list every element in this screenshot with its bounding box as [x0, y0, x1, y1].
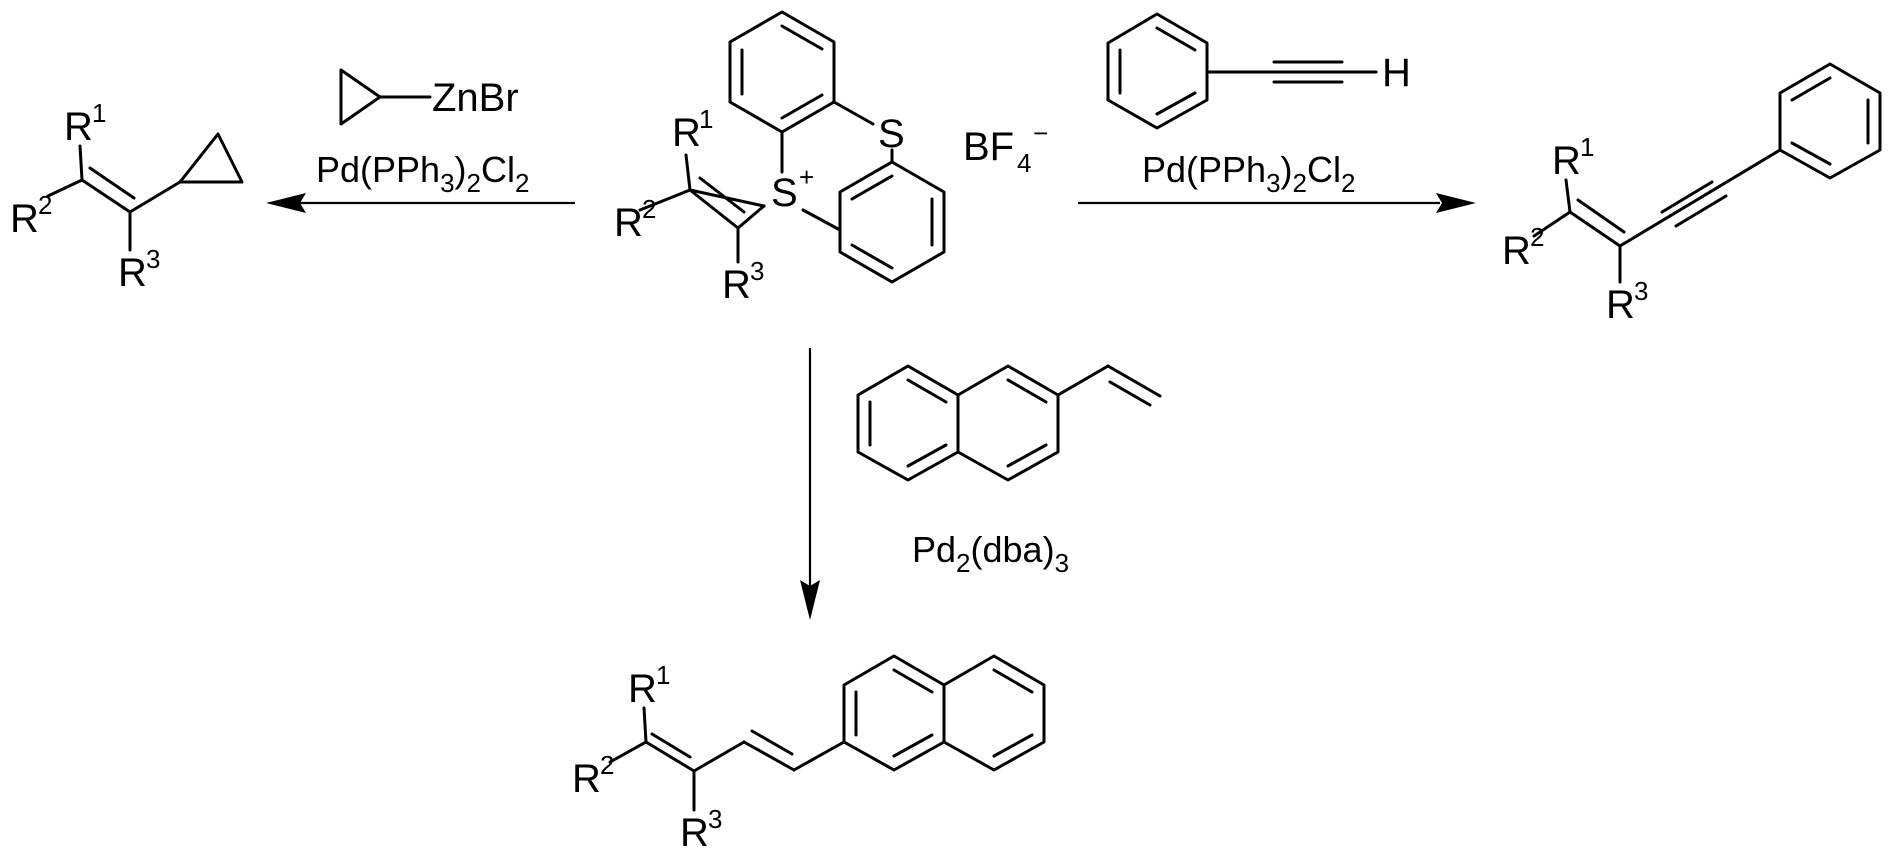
bottom-product-r1: R 1: [628, 660, 670, 711]
svg-text:R: R: [64, 105, 93, 149]
svg-text:3: 3: [708, 804, 722, 834]
svg-text:R: R: [1502, 229, 1531, 273]
svg-text:R: R: [628, 667, 657, 711]
left-catalyst-label: Pd(PPh3)2Cl2: [316, 149, 529, 198]
svg-text:R: R: [722, 263, 751, 307]
svg-text:R: R: [118, 251, 147, 295]
right-product-r2: R 2: [1502, 222, 1544, 273]
right-product-r3: R 3: [1606, 276, 1648, 327]
left-reaction-arrow: [266, 193, 575, 213]
left-product: R 1 R 2 R 3: [10, 98, 244, 295]
substituent-r1: R 1: [672, 104, 713, 155]
bottom-product: R 1 R 2 R 3: [572, 654, 1046, 855]
bottom-product-r2: R 2: [572, 750, 614, 801]
left-product-r2: R 2: [10, 190, 52, 241]
svg-text:2: 2: [38, 190, 52, 220]
cyclopropylzinc-reagent: ZnBr: [339, 68, 519, 126]
left-product-r3: R 3: [118, 244, 160, 295]
substituent-r2: R 2: [614, 194, 656, 245]
right-product: R 1 R 2 R 3: [1502, 62, 1882, 327]
svg-text:1: 1: [699, 104, 713, 134]
svg-text:R: R: [672, 111, 701, 155]
svg-text:1: 1: [656, 660, 670, 690]
zinc-bromide-label: ZnBr: [432, 76, 519, 120]
alkyne-hydrogen-label: H: [1382, 51, 1411, 95]
top-benzene-ring: [728, 10, 836, 134]
svg-text:3: 3: [1634, 276, 1648, 306]
svg-text:1: 1: [92, 98, 106, 128]
bottom-benzene-ring: [838, 160, 946, 284]
svg-text:2: 2: [600, 750, 614, 780]
svg-text:R: R: [1552, 139, 1581, 183]
right-reaction-arrow: [1078, 193, 1476, 213]
vinylnaphthalene-reagent: [856, 364, 1162, 482]
svg-text:R: R: [614, 201, 643, 245]
bottom-product-r3: R 3: [680, 804, 722, 855]
svg-text:R: R: [680, 811, 709, 855]
svg-text:1: 1: [1580, 132, 1594, 162]
left-product-r1: R 1: [64, 98, 106, 149]
svg-text:4: 4: [1017, 148, 1031, 178]
svg-text:R: R: [1606, 283, 1635, 327]
right-catalyst-label: Pd(PPh3)2Cl2: [1142, 149, 1355, 198]
down-reaction-arrow: [800, 348, 820, 620]
svg-text:R: R: [10, 197, 39, 241]
counterion: BF 4 −: [963, 118, 1048, 178]
phenylacetylene-reagent: H: [1106, 12, 1411, 130]
positive-charge: +: [799, 162, 814, 192]
svg-text:3: 3: [146, 244, 160, 274]
sulfonium-label: S: [771, 171, 798, 215]
starting-material: S S + BF 4 − R 1 R 2 R 3: [614, 10, 1048, 307]
svg-text:2: 2: [642, 194, 656, 224]
substituent-r3: R 3: [722, 256, 764, 307]
svg-text:−: −: [1033, 118, 1048, 148]
ring-sulfur-label: S: [878, 112, 905, 156]
right-product-r1: R 1: [1552, 132, 1594, 183]
svg-text:BF: BF: [963, 125, 1014, 169]
svg-text:2: 2: [1530, 222, 1544, 252]
down-catalyst-label: Pd2(dba)3: [912, 529, 1069, 578]
svg-text:R: R: [572, 757, 601, 801]
svg-text:3: 3: [750, 256, 764, 286]
